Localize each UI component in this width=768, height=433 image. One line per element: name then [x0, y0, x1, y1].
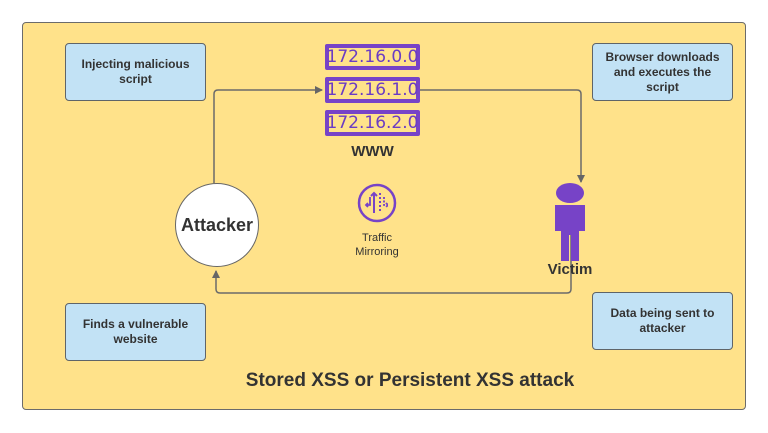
server-ip-2: 172.16.2.0 [325, 110, 420, 136]
traffic-mirroring-label-line2: Mirroring [355, 246, 399, 258]
traffic-mirroring-icon [357, 183, 397, 223]
person-icon [550, 183, 590, 261]
traffic-mirroring-label: Traffic Mirroring [335, 231, 419, 259]
edge-attacker-to-server [213, 86, 323, 183]
attacker-node: Attacker [175, 183, 259, 267]
server-ip-1: 172.16.1.0 [325, 77, 420, 103]
edge-victim-to-attacker [212, 235, 572, 294]
victim-label: Victim [547, 261, 593, 278]
note-text: Finds a vulnerable website [82, 317, 189, 346]
note-text: Data being sent to attacker [610, 306, 715, 335]
note-injecting-script: Injecting malicious script [65, 43, 206, 101]
traffic-mirroring-label-line1: Traffic [362, 232, 392, 244]
note-browser-executes: Browser downloads and executes the scrip… [592, 43, 733, 101]
server-label: WWW [351, 143, 394, 160]
server-ip-0: 172.16.0.0 [325, 44, 420, 70]
attacker-label: Attacker [180, 214, 254, 235]
note-data-sent: Data being sent to attacker [592, 292, 733, 350]
note-finds-vulnerable: Finds a vulnerable website [65, 303, 206, 361]
edge-server-to-victim [420, 89, 585, 183]
note-text: Browser downloads and executes the scrip… [605, 49, 720, 94]
note-text: Injecting malicious script [81, 57, 190, 86]
diagram-title: Stored XSS or Persistent XSS attack [245, 370, 575, 391]
